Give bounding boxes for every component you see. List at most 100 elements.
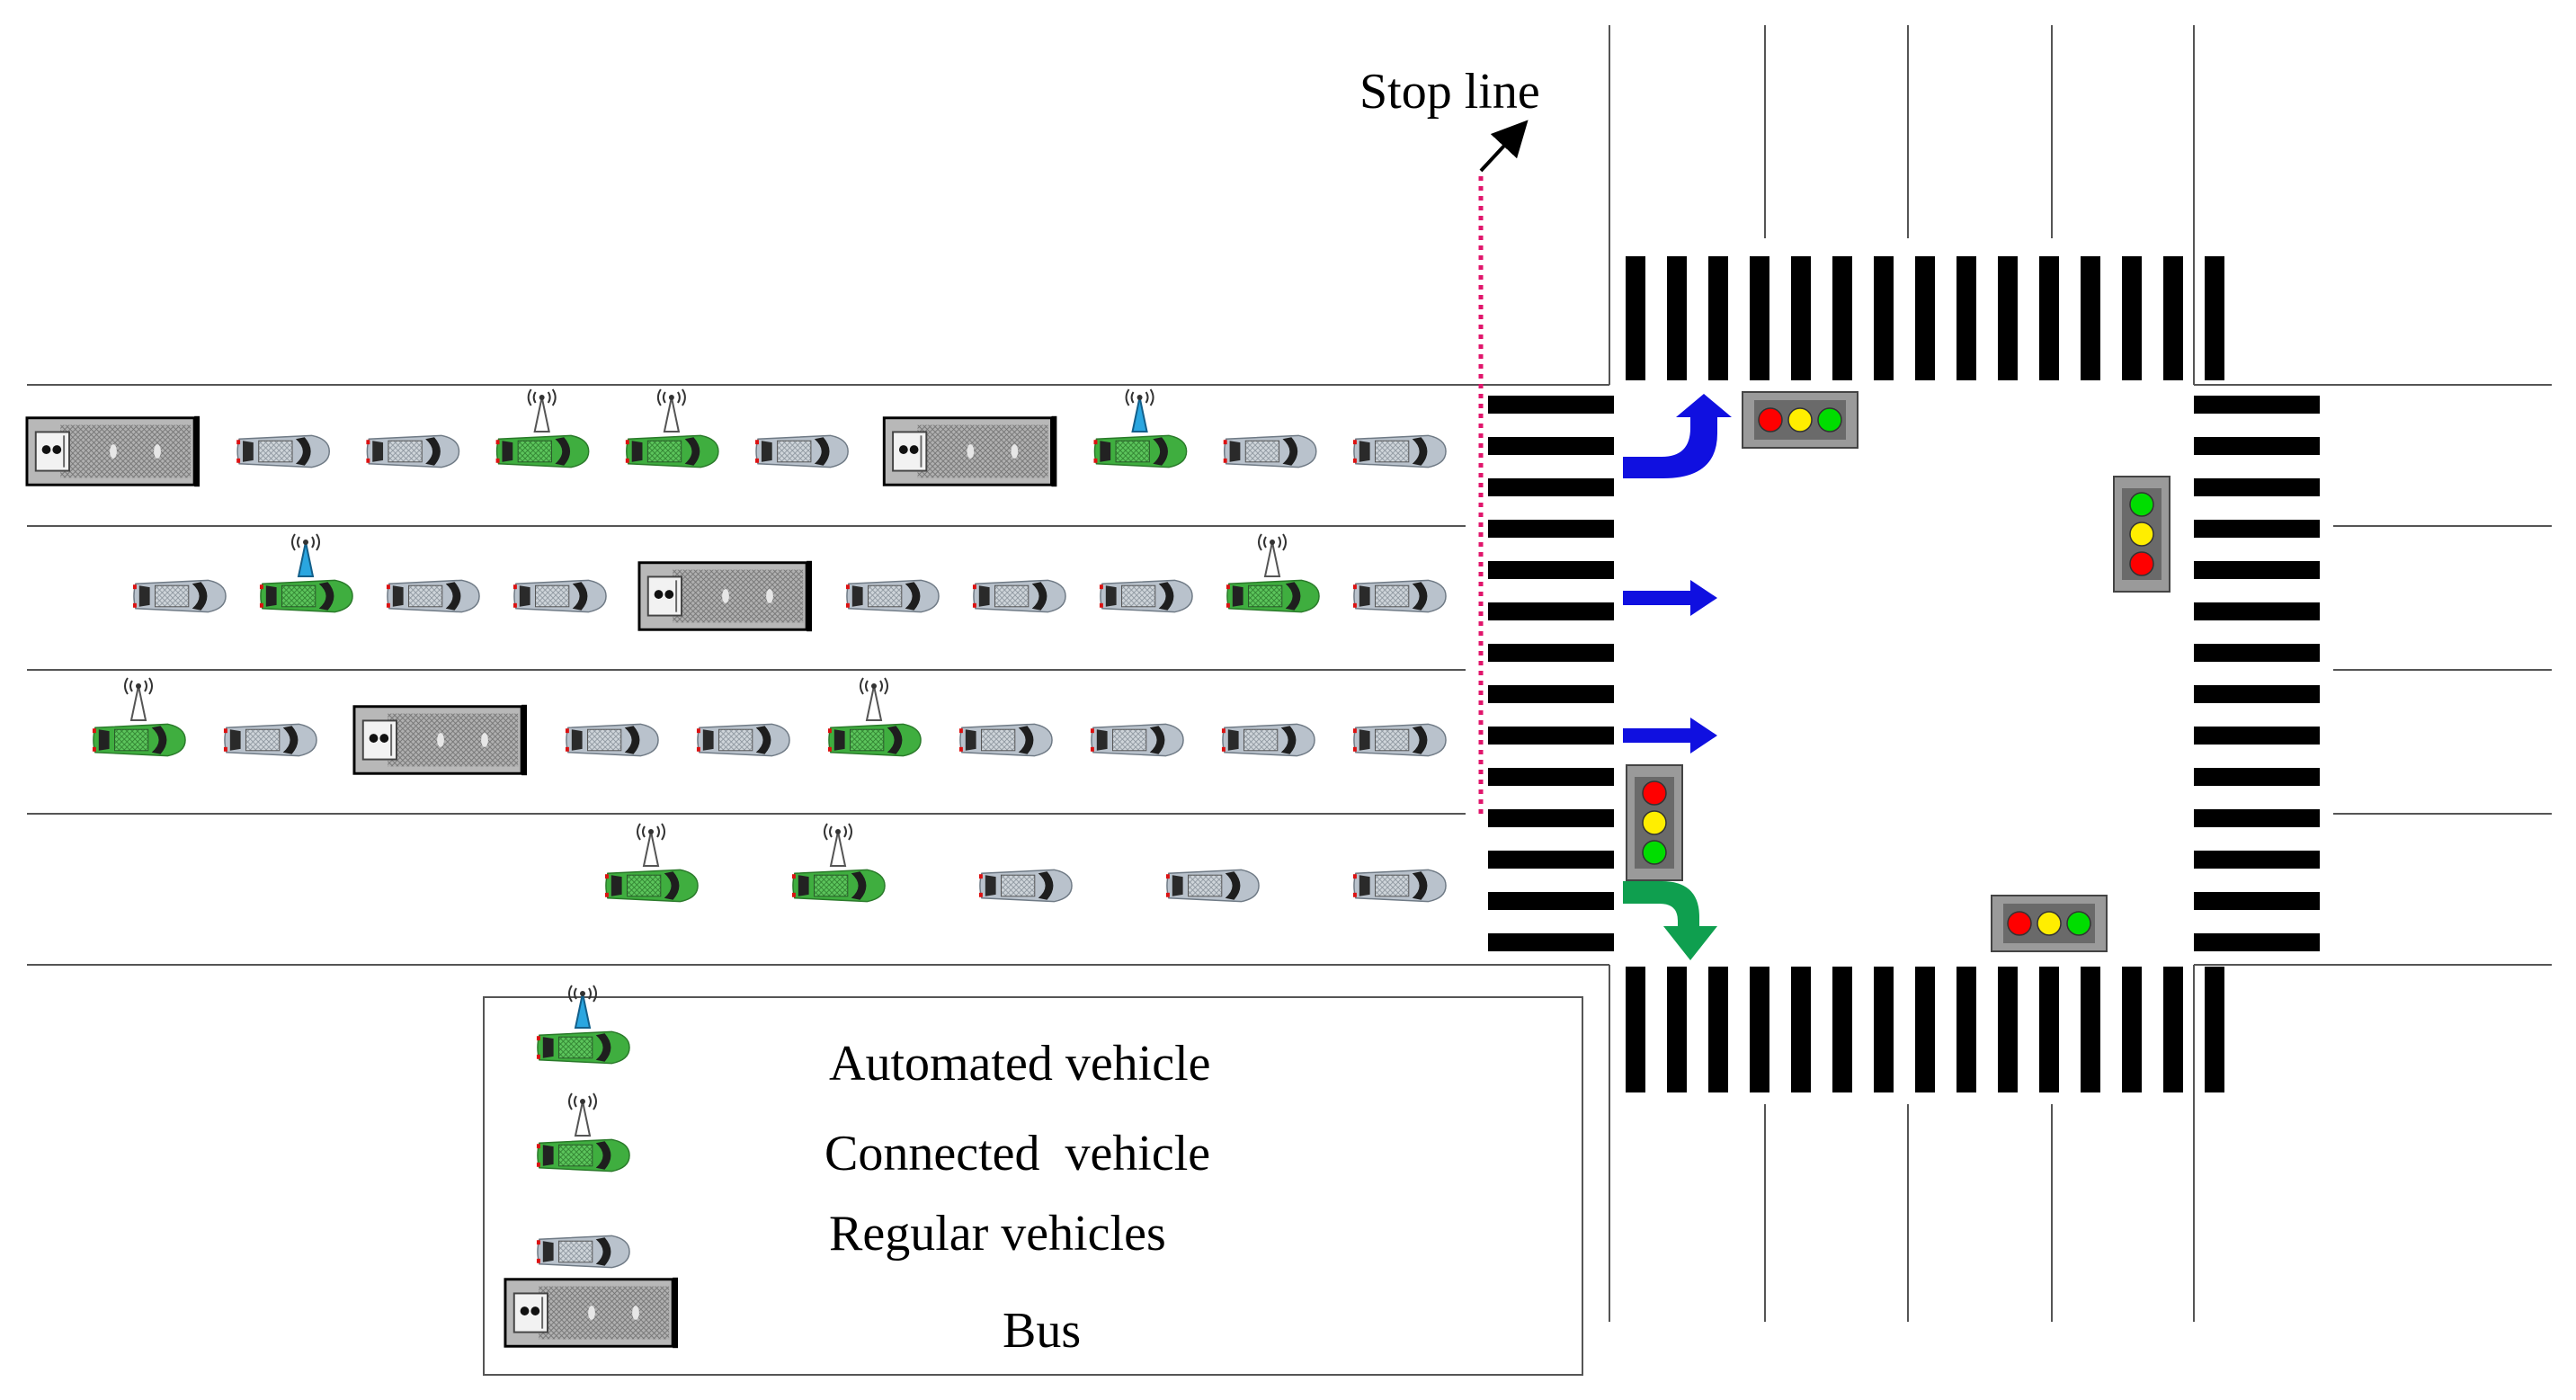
- lane-arrows: [1623, 394, 1732, 960]
- regular-vehicle: [1352, 579, 1447, 613]
- connected-vehicle: [625, 388, 719, 468]
- crosswalk-stripe: [1915, 256, 1935, 380]
- crosswalk-stripe: [1998, 967, 2018, 1092]
- crosswalk-stripe: [2194, 396, 2320, 414]
- vehicle-queues: [25, 388, 1447, 903]
- crosswalk-stripe: [1488, 561, 1614, 579]
- west-road-lines: [27, 384, 1609, 966]
- traffic-lights: [1626, 391, 2170, 952]
- crosswalk-stripe: [1488, 768, 1614, 786]
- regular-vehicle: [365, 434, 460, 468]
- crosswalk-stripe: [1915, 967, 1935, 1092]
- crosswalk-stripe: [2194, 644, 2320, 662]
- regular-vehicle: [1352, 869, 1447, 903]
- crosswalk-stripe: [2194, 520, 2320, 538]
- stop-line-label: Stop line: [1359, 64, 1540, 120]
- crosswalk-stripe: [1832, 967, 1852, 1092]
- crosswalk-stripe: [2163, 967, 2183, 1092]
- right-turn-arrow: [1623, 881, 1717, 960]
- left-turn-arrow: [1623, 394, 1732, 478]
- regular-vehicle: [845, 579, 940, 613]
- crosswalk-stripe: [1874, 967, 1894, 1092]
- regular-vehicle: [1221, 723, 1315, 757]
- traffic-light-south: [1991, 895, 2108, 952]
- crosswalk-stripe: [1957, 967, 1976, 1092]
- legend-icon-bus: [504, 1276, 680, 1350]
- crosswalk-stripe: [1488, 396, 1614, 414]
- crosswalk-stripe: [2194, 685, 2320, 703]
- crosswalk-stripe: [1488, 685, 1614, 703]
- legend-icon-regular: [536, 1235, 630, 1269]
- crosswalk-stripe: [1708, 256, 1728, 380]
- crosswalk-stripe: [2163, 256, 2183, 380]
- connected-vehicle: [827, 677, 922, 757]
- crosswalk-stripe: [1750, 256, 1769, 380]
- crosswalk-stripe: [1488, 602, 1614, 620]
- crosswalk-stripe: [2194, 561, 2320, 579]
- crosswalk-south: [1626, 967, 2224, 1092]
- traffic-light-north: [1742, 391, 1858, 449]
- crosswalk-stripe: [1791, 256, 1811, 380]
- crosswalk-stripe: [1957, 256, 1976, 380]
- crosswalk-stripe: [1626, 967, 1645, 1092]
- legend-icon-connected: [536, 1092, 630, 1173]
- regular-vehicle: [1222, 434, 1317, 468]
- regular-vehicle: [223, 723, 317, 757]
- crosswalk-stripe: [1488, 520, 1614, 538]
- crosswalk-stripe: [1488, 478, 1614, 496]
- crosswalk-stripe: [2194, 478, 2320, 496]
- crosswalk-stripe: [1488, 851, 1614, 869]
- regular-vehicle: [1165, 869, 1260, 903]
- crosswalk-stripe: [2194, 602, 2320, 620]
- connected-vehicle: [604, 823, 699, 903]
- crosswalk-stripe: [1488, 437, 1614, 455]
- crosswalk-stripe: [1708, 967, 1728, 1092]
- regular-vehicle: [1099, 579, 1193, 613]
- crosswalk-stripe: [1832, 256, 1852, 380]
- legend-label-bus: Bus: [1003, 1303, 1081, 1359]
- regular-vehicle: [972, 579, 1066, 613]
- traffic-light-east: [2113, 476, 2170, 593]
- crosswalk-stripe: [1791, 967, 1811, 1092]
- east-road-lines: [2194, 384, 2552, 966]
- legend-label-automated: Automated vehicle: [829, 1036, 1211, 1092]
- automated-vehicle: [1092, 388, 1188, 468]
- regular-vehicle: [386, 579, 480, 613]
- crosswalk-west: [1488, 396, 1614, 951]
- crosswalk-stripe: [2194, 851, 2320, 869]
- connected-vehicle: [495, 388, 590, 468]
- crosswalk-stripe: [1488, 809, 1614, 827]
- crosswalk-stripe: [2122, 256, 2142, 380]
- legend-label-connected: Connected vehicle: [824, 1126, 1210, 1182]
- regular-vehicle: [754, 434, 849, 468]
- regular-vehicle: [1090, 723, 1184, 757]
- regular-vehicle: [1352, 434, 1447, 468]
- regular-vehicle: [513, 579, 607, 613]
- legend: Automated vehicle Connected vehicle Regu…: [483, 985, 1583, 1376]
- connected-vehicle: [1226, 533, 1320, 613]
- stop-line-pointer-arrow: [1479, 120, 1529, 173]
- crosswalk-stripe: [1488, 644, 1614, 662]
- crosswalk-stripe: [1488, 933, 1614, 951]
- regular-vehicle: [132, 579, 227, 613]
- crosswalk-stripe: [2194, 809, 2320, 827]
- bus-vehicle: [25, 415, 201, 488]
- crosswalk-stripe: [2205, 967, 2224, 1092]
- connected-vehicle: [791, 823, 886, 903]
- traffic-light-west: [1626, 764, 1683, 881]
- regular-vehicle: [958, 723, 1053, 757]
- crosswalk-stripe: [1667, 967, 1687, 1092]
- crosswalk-stripe: [2194, 768, 2320, 786]
- crosswalk-stripe: [2039, 256, 2059, 380]
- crosswalk-stripe: [1874, 256, 1894, 380]
- connected-vehicle: [92, 677, 186, 757]
- straight-arrow-lane3: [1623, 718, 1717, 754]
- south-road-lines: [1609, 965, 2195, 1322]
- bus-vehicle: [352, 703, 529, 777]
- crosswalk-east: [2194, 396, 2320, 951]
- crosswalk-stripe: [2194, 892, 2320, 910]
- regular-vehicle: [236, 434, 331, 468]
- legend-box: [483, 996, 1583, 1376]
- crosswalk-stripe: [2081, 967, 2100, 1092]
